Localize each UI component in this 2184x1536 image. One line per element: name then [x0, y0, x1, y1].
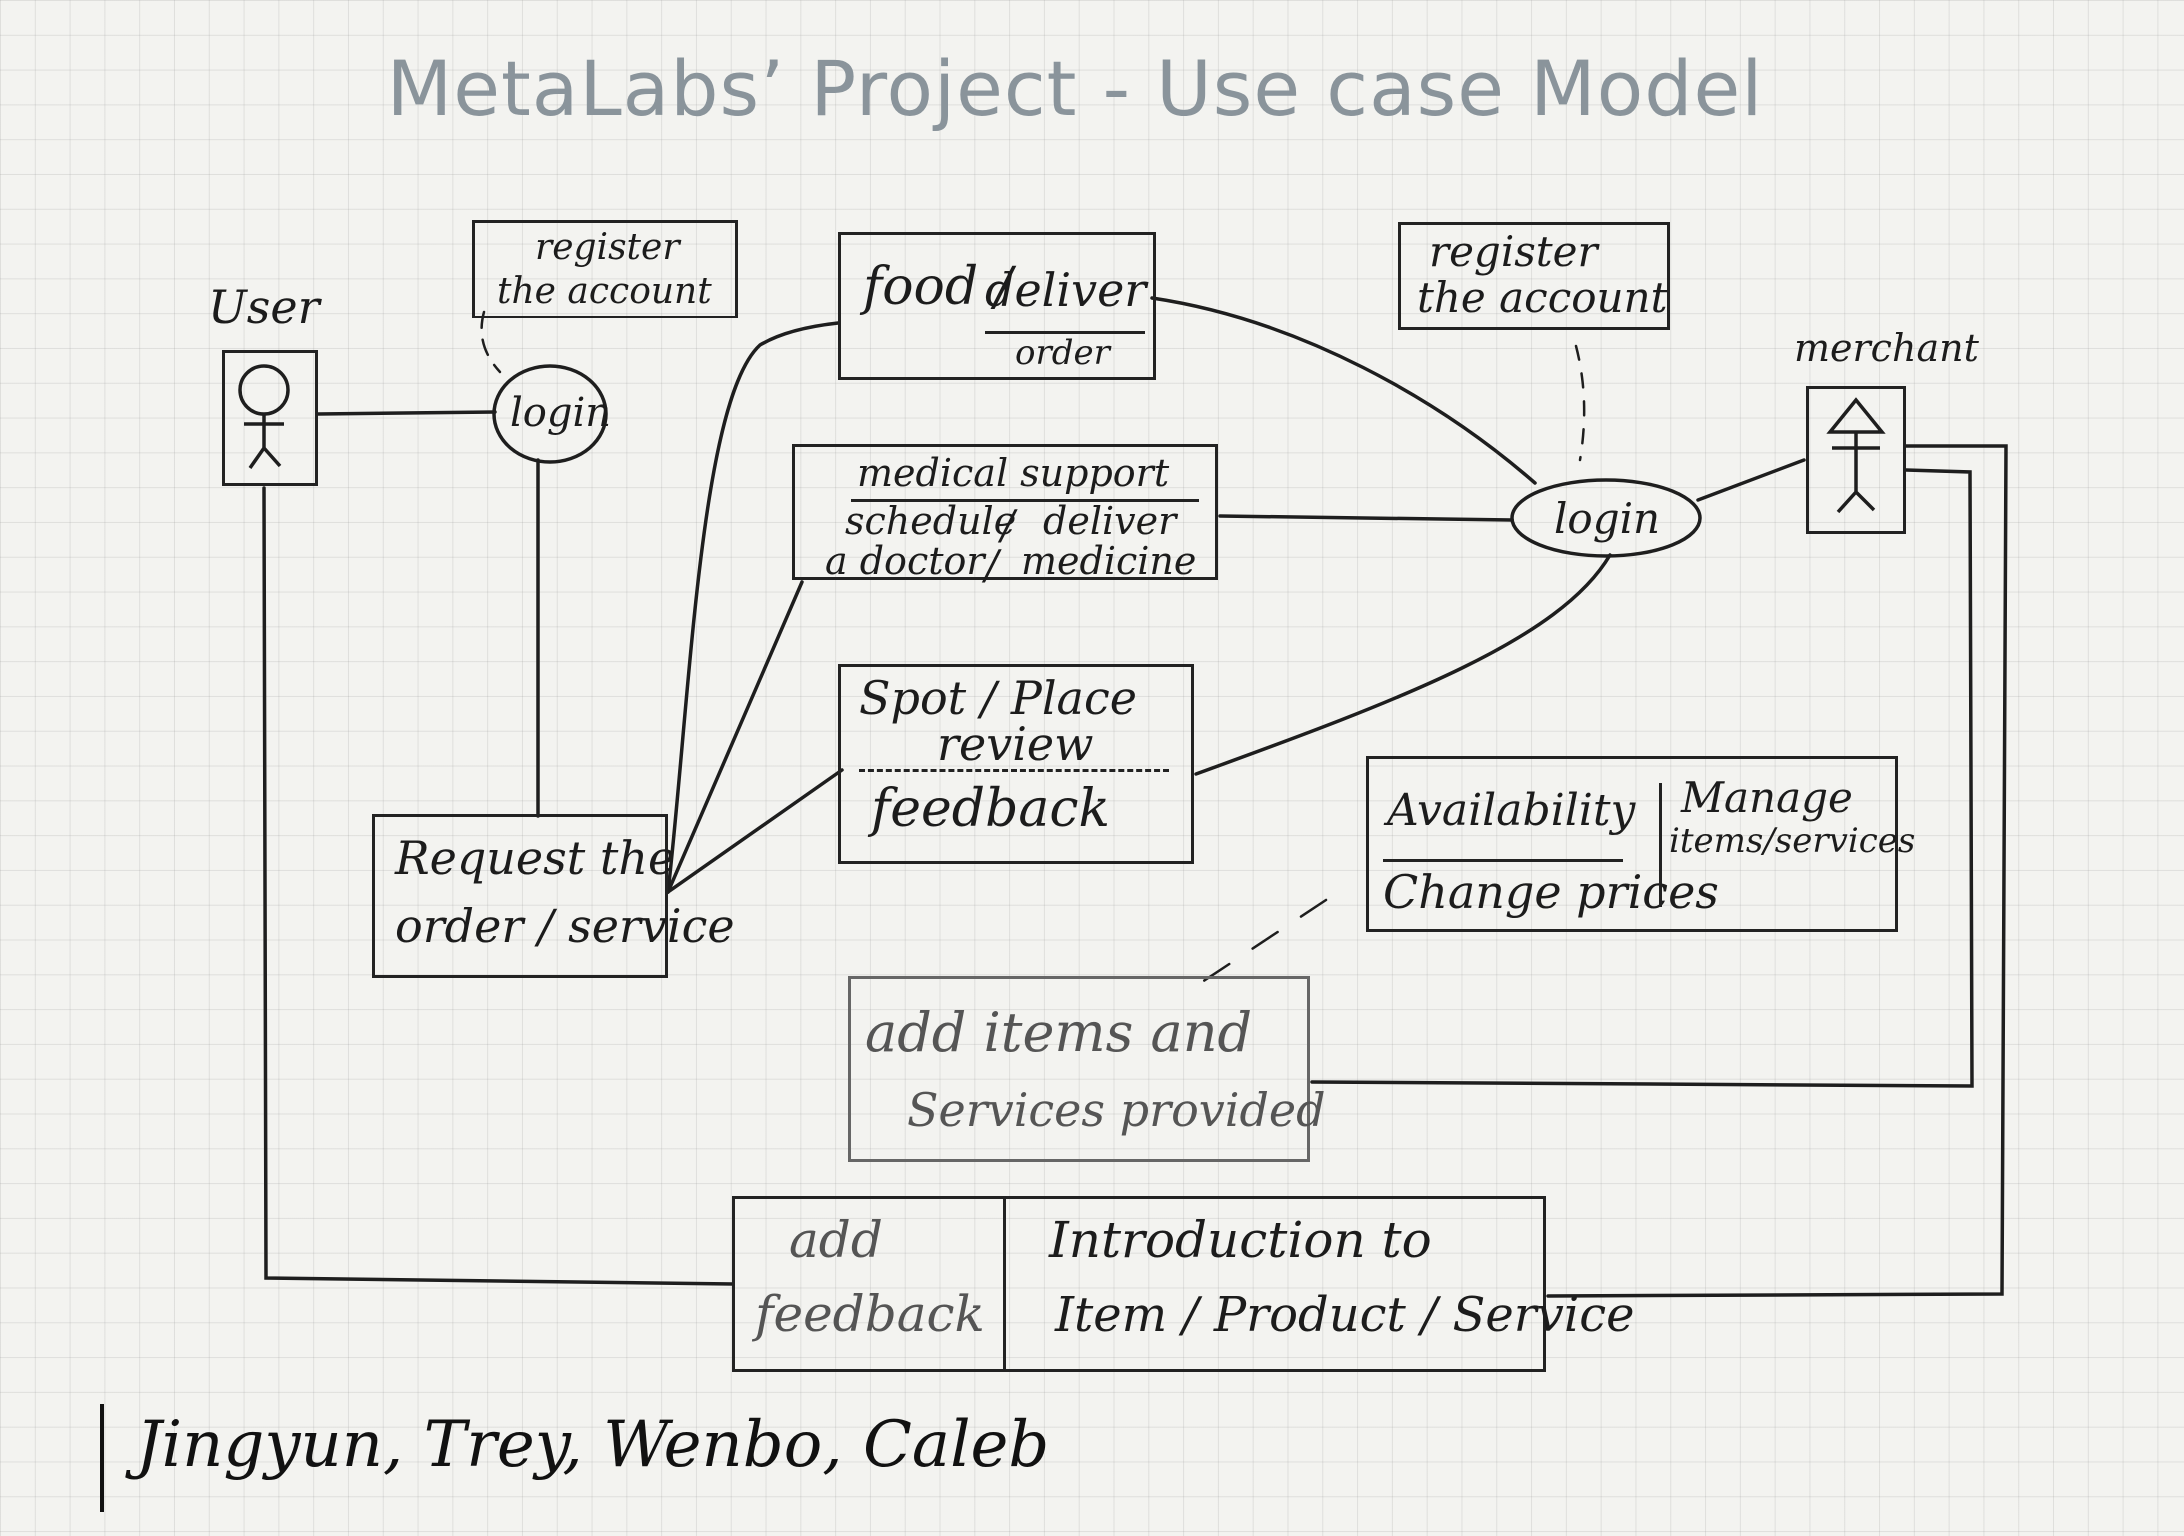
actor-merchant-label: merchant — [1794, 326, 1979, 370]
manage-vdivider — [1659, 783, 1662, 907]
user-login-ellipse — [492, 364, 608, 464]
add-items-line2: Services provided — [907, 1083, 1326, 1137]
line-merchant-additems — [1310, 468, 1974, 1088]
review-line1: Spot / Place — [859, 671, 1137, 725]
medical-deliver: deliver — [1043, 499, 1177, 543]
line-merchant-intro — [1546, 444, 2008, 1298]
user-register-box: register the account — [472, 220, 738, 318]
authors-signature: Jingyun, Trey, Wenbo, Caleb — [136, 1408, 1050, 1482]
actor-merchant-box — [1806, 386, 1906, 534]
stick-figure-triangle-head-icon — [1826, 397, 1886, 514]
food-divider — [985, 331, 1145, 334]
actor-user-box — [222, 350, 318, 486]
request-line1: Request the — [395, 831, 676, 885]
deliver-label: deliver — [985, 263, 1147, 317]
add-items-box: add items and Services provided — [848, 976, 1326, 1162]
review-feedback: feedback — [871, 779, 1111, 839]
spot-review-box: Spot / Place review feedback — [838, 664, 1194, 864]
line-manage-additems — [1188, 898, 1328, 992]
add-feedback-line2: feedback — [755, 1285, 985, 1343]
line-register-login — [480, 310, 502, 374]
line-request-medical — [666, 580, 804, 894]
review-line2: review — [937, 717, 1094, 771]
line-user-bottom — [262, 486, 735, 1286]
review-dashed-divider — [859, 769, 1169, 772]
actor-user-label: User — [208, 280, 320, 334]
user-register-line2: the account — [497, 271, 712, 312]
add-items-line1: add items and — [865, 1001, 1253, 1064]
request-line2: order / service — [395, 899, 735, 953]
line-review-login — [1194, 553, 1612, 776]
line-user-login — [316, 410, 497, 416]
line-request-food — [666, 321, 840, 894]
merchant-login-label: login — [1554, 494, 1661, 543]
authors-bar — [100, 1404, 104, 1512]
medical-support-box: medical support schedule a doctor / / de… — [792, 444, 1218, 589]
medical-divider — [851, 499, 1199, 502]
availability-label: Availability — [1387, 785, 1636, 836]
manage-items-line1: Manage — [1681, 773, 1853, 822]
food-label: food / — [863, 257, 1013, 317]
line-mregister-login — [1574, 344, 1586, 462]
medical-doctor: a doctor — [825, 539, 985, 583]
bottom-vdivider — [1003, 1199, 1006, 1369]
manage-items-line2: items/services — [1669, 821, 1916, 861]
change-prices-label: Change prices — [1383, 865, 1719, 919]
bottom-box: add feedback Introduction to Item / Prod… — [732, 1196, 1635, 1372]
add-feedback-line1: add — [789, 1211, 883, 1269]
slash-2: / — [985, 543, 999, 589]
user-register-line1: register — [535, 227, 680, 268]
medical-header: medical support — [857, 451, 1170, 495]
slash-1: / — [1001, 503, 1015, 549]
line-request-review — [666, 768, 844, 894]
line-medical-login — [1218, 514, 1514, 522]
request-order-box: Request the order / service — [372, 814, 735, 978]
manage-box: Availability Change prices Manage items/… — [1366, 756, 1915, 932]
user-login-label: login — [510, 390, 612, 436]
order-label: order — [1015, 333, 1110, 373]
line-login-merchant — [1696, 458, 1806, 502]
merchant-register-box: register the account — [1398, 222, 1670, 330]
stick-figure-round-head-icon — [238, 364, 290, 470]
merchant-login-ellipse — [1510, 478, 1702, 558]
food-deliver-box: food / deliver order — [838, 232, 1156, 380]
page-title: MetaLabs’ Project - Use case Model — [386, 44, 1764, 133]
manage-divider — [1383, 859, 1623, 862]
merchant-register-line1: register — [1429, 227, 1598, 276]
merchant-register-line2: the account — [1417, 273, 1668, 322]
line-food-login — [1150, 296, 1537, 485]
intro-line2: Item / Product / Service — [1055, 1287, 1635, 1343]
medical-medicine: medicine — [1021, 539, 1197, 583]
medical-schedule: schedule — [845, 499, 1017, 543]
intro-line1: Introduction to — [1049, 1211, 1432, 1269]
